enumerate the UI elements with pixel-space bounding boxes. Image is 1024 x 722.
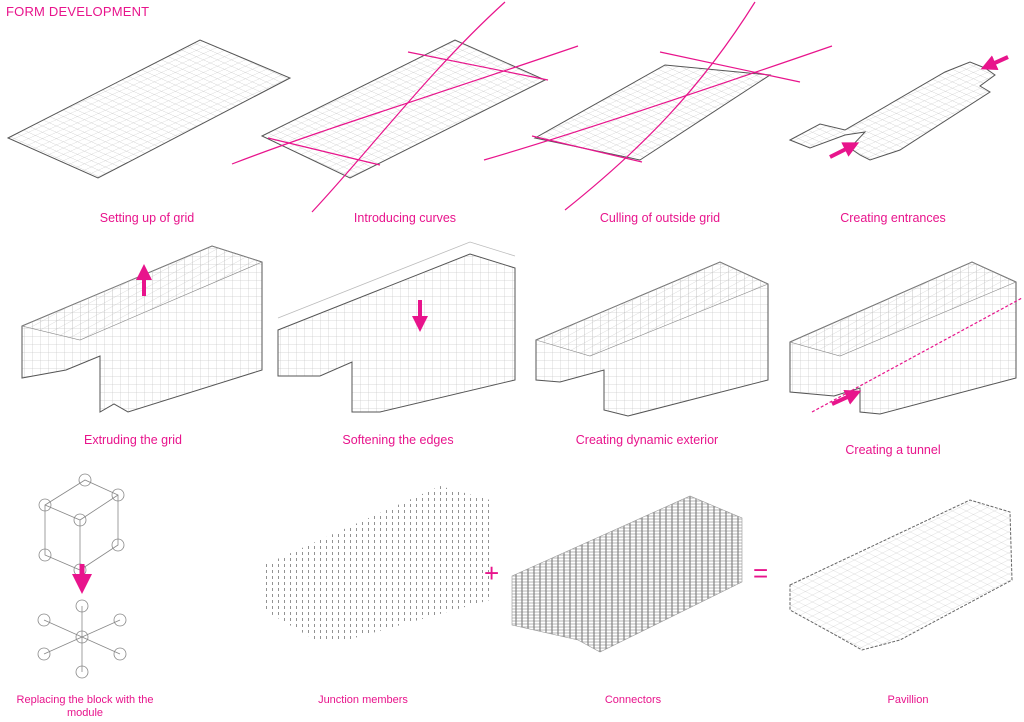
caption-junction-members: Junction members xyxy=(318,694,408,706)
connectors-illustration xyxy=(511,495,743,653)
pavillion-illustration xyxy=(789,499,1013,651)
caption-connectors: Connectors xyxy=(604,694,662,706)
caption-pavillion: Pavillion xyxy=(887,694,929,706)
tunnel-illustration xyxy=(789,261,1023,415)
dynamic-exterior-illustration xyxy=(535,261,769,417)
equals-operator: = xyxy=(753,558,769,588)
caption-dynamic-exterior: Creating dynamic exterior xyxy=(575,433,719,447)
caption-extruding-grid: Extruding the grid xyxy=(84,433,182,447)
soften-edges-illustration xyxy=(277,241,516,413)
plus-operator: + xyxy=(484,558,500,588)
page-title: FORM DEVELOPMENT xyxy=(6,4,150,19)
junction-members-illustration xyxy=(264,486,490,642)
caption-introducing-curves: Introducing curves xyxy=(353,211,457,225)
grid-setup-illustration xyxy=(6,39,292,179)
caption-creating-tunnel: Creating a tunnel xyxy=(845,443,941,457)
caption-culling-outside-grid: Culling of outside grid xyxy=(599,211,721,225)
module-illustration xyxy=(37,473,127,679)
culling-illustration xyxy=(483,1,833,211)
caption-replacing-block: Replacing the block with the module xyxy=(16,694,154,719)
caption-softening-edges: Softening the edges xyxy=(342,433,454,447)
curves-illustration xyxy=(231,1,579,213)
extrude-illustration xyxy=(21,245,263,413)
caption-setting-up-grid: Setting up of grid xyxy=(99,211,195,225)
entrances-illustration xyxy=(788,55,1009,161)
caption-creating-entrances: Creating entrances xyxy=(840,211,946,225)
